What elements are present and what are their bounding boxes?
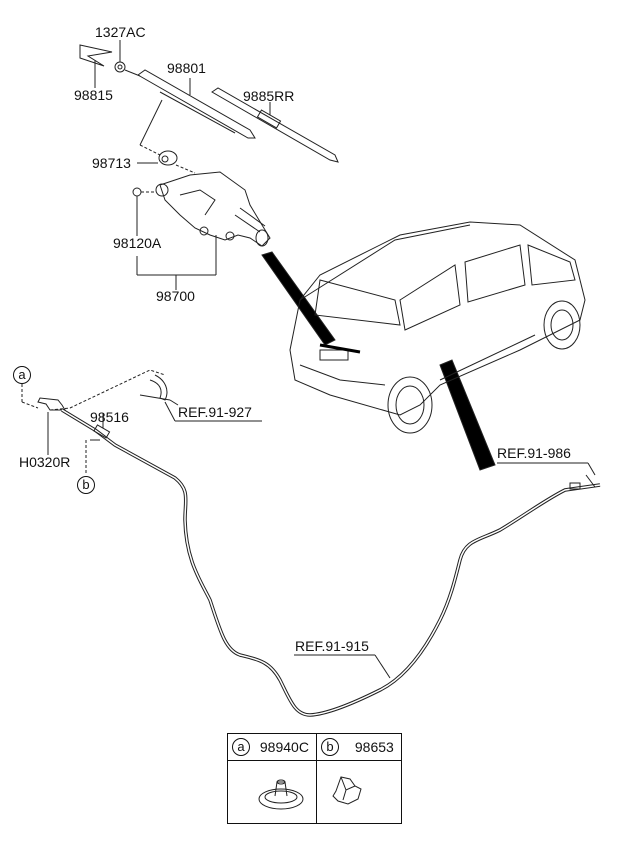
wiper-arm-cap bbox=[79, 44, 113, 67]
part-label-98120A: 98120A bbox=[113, 235, 162, 251]
part-label-98700: 98700 bbox=[156, 288, 195, 304]
ref-label-91-986: REF.91-986 bbox=[497, 445, 571, 461]
part-label-98815: 98815 bbox=[74, 87, 113, 103]
part-label-98801: 98801 bbox=[167, 60, 206, 76]
part-label-98713: 98713 bbox=[92, 155, 131, 171]
wiper-motor bbox=[155, 171, 271, 247]
legend-part-98653: 98653 bbox=[354, 739, 394, 755]
callout-a: a bbox=[13, 366, 31, 384]
car-illustration bbox=[289, 221, 586, 434]
legend-table: a 98940C b 98653 bbox=[227, 733, 402, 824]
ref-label-91-915: REF.91-915 bbox=[295, 638, 369, 654]
hose-elbow bbox=[37, 397, 66, 411]
legend-header-a: a 98940C bbox=[228, 734, 317, 761]
part-label-9885RR: 9885RR bbox=[243, 88, 295, 104]
nut bbox=[114, 61, 126, 73]
wiper-blade bbox=[211, 87, 339, 163]
legend-drawings bbox=[258, 776, 362, 810]
legend-part-98940C: 98940C bbox=[259, 739, 309, 755]
legend-callout-b: b bbox=[321, 738, 339, 756]
leader-arrow bbox=[261, 251, 336, 346]
clip-98653-drawing bbox=[332, 776, 362, 805]
callout-b: b bbox=[77, 476, 95, 494]
ref-label-91-927: REF.91-927 bbox=[178, 404, 252, 420]
grommet-98940C-drawing bbox=[258, 779, 304, 810]
part-label-98516: 98516 bbox=[90, 409, 129, 425]
part-label-1327AC: 1327AC bbox=[95, 24, 146, 40]
washer bbox=[158, 150, 178, 166]
wiper-arm bbox=[137, 69, 256, 139]
legend-header-b: b 98653 bbox=[317, 734, 401, 761]
part-label-H0320R: H0320R bbox=[19, 454, 71, 470]
legend-callout-a: a bbox=[232, 738, 250, 756]
